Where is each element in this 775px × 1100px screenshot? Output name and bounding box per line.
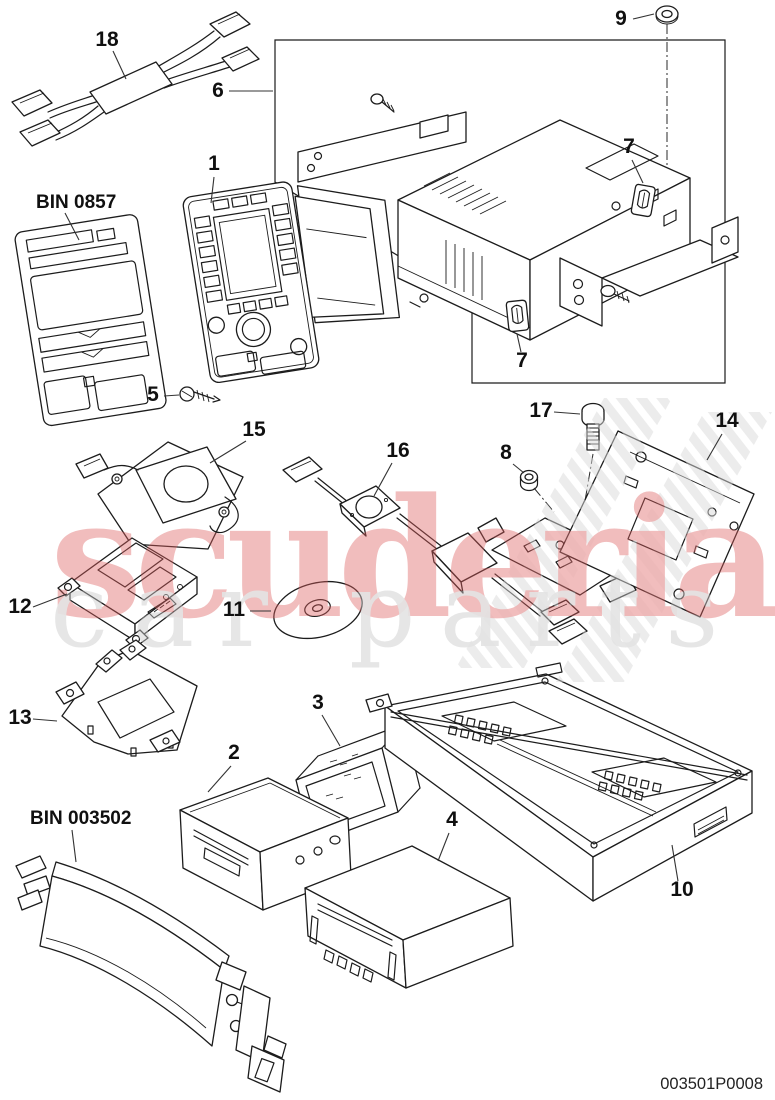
drawing-code: 003501P0008 xyxy=(660,1075,763,1093)
callout-17: 17 xyxy=(529,399,552,422)
harness-connector xyxy=(221,46,260,72)
text-labels: BIN 0857 BIN 003502 003501P0008 xyxy=(30,192,763,1093)
callout-14: 14 xyxy=(715,409,739,432)
callout-12: 12 xyxy=(8,595,31,618)
bin-0857-label: BIN 0857 xyxy=(36,192,116,213)
small-knob xyxy=(207,316,225,334)
callout-10: 10 xyxy=(670,878,693,901)
part-7-clip xyxy=(630,183,656,218)
callout-6: 6 xyxy=(212,79,224,102)
callout-7-bottom: 7 xyxy=(516,349,528,372)
watermark: scuderia car parts xyxy=(50,398,775,682)
part-1-head-unit xyxy=(182,181,401,384)
watermark-brand-text: scuderia xyxy=(50,462,775,655)
part-15-sounder xyxy=(75,441,244,550)
part-4-drive-unit xyxy=(304,845,514,989)
bin-003502-label: BIN 003502 xyxy=(30,808,131,829)
callout-3: 3 xyxy=(312,691,324,714)
screw-icon xyxy=(370,93,395,113)
watermark-tagline-text: car parts xyxy=(50,549,742,671)
small-knob xyxy=(290,337,308,356)
harness-connector xyxy=(209,11,251,38)
part-9-nut xyxy=(655,5,679,25)
callout-15: 15 xyxy=(242,418,266,441)
watermark-stripe-band xyxy=(556,412,772,682)
callout-4: 4 xyxy=(446,808,458,831)
part-6-cd-changer-assembly xyxy=(274,5,739,384)
callout-labels: 18 9 6 7 1 7 5 15 17 16 8 14 12 11 13 3 … xyxy=(8,7,739,901)
callout-9: 9 xyxy=(615,7,627,30)
callout-18: 18 xyxy=(95,28,119,51)
bin-003502-trim-piece xyxy=(15,855,287,1093)
part-11-cd-disc xyxy=(273,580,363,640)
callout-5: 5 xyxy=(147,383,159,406)
callout-16: 16 xyxy=(386,439,409,462)
harness-connector xyxy=(19,119,61,147)
volume-knob xyxy=(235,311,272,348)
callout-2: 2 xyxy=(228,741,240,764)
harness-connector xyxy=(11,89,53,117)
part-10-mounting-tray xyxy=(365,662,753,902)
part-6-frame xyxy=(274,39,726,384)
callout-8: 8 xyxy=(500,441,512,464)
callout-13: 13 xyxy=(8,706,31,729)
watermark-stripe-band xyxy=(456,398,672,668)
part-7-clip xyxy=(505,299,530,333)
part-13-bracket xyxy=(55,639,198,757)
callout-7-top: 7 xyxy=(623,135,635,158)
bin-0857-trim-plate xyxy=(14,214,167,427)
callout-11: 11 xyxy=(223,598,246,621)
callout-1: 1 xyxy=(208,152,220,175)
part-5-screw xyxy=(179,386,221,403)
part-2-cd-drive xyxy=(179,777,352,911)
changer-bracket xyxy=(559,216,739,327)
part-18-wiring-harness xyxy=(11,11,260,147)
